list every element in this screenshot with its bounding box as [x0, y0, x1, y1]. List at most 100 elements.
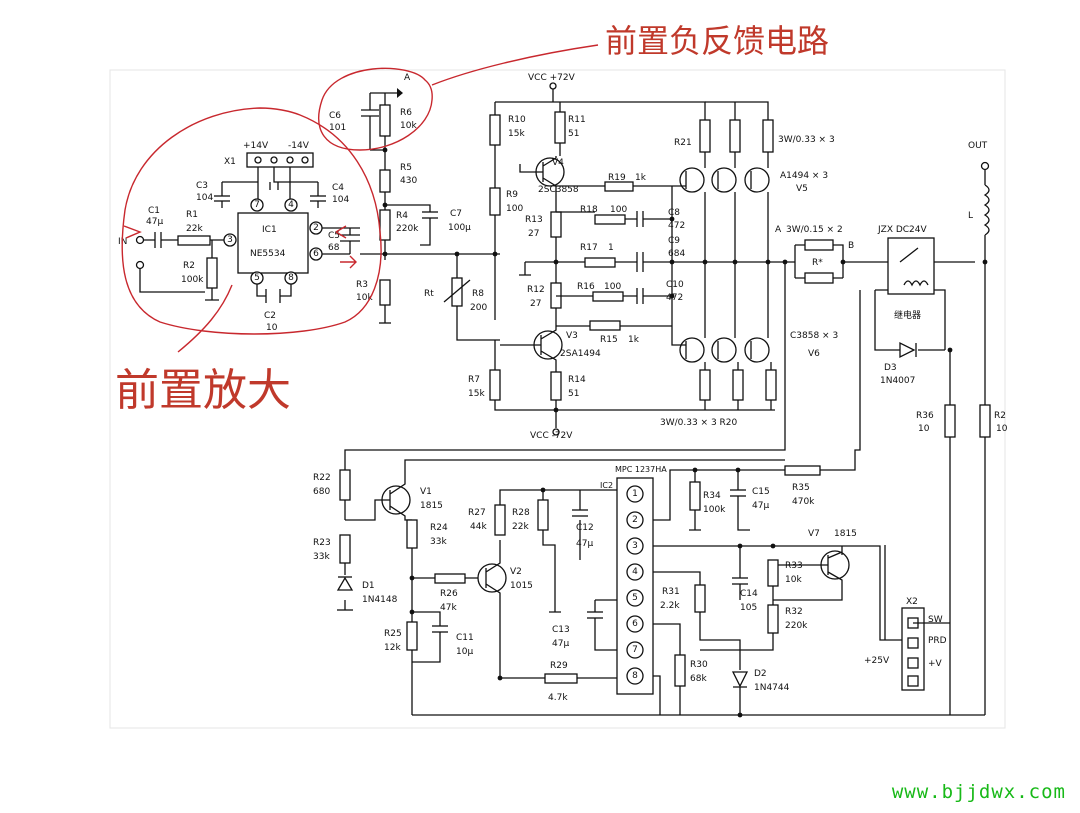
driver-stage: VCC +72V R10 15k R11 51 V4 2SC3858 R19 1…	[424, 73, 785, 441]
ic2-pin-4: 4	[632, 567, 638, 577]
r3-resistor	[379, 279, 391, 306]
r17-label: R17	[580, 243, 598, 253]
v6-label: V6	[808, 349, 820, 359]
d3-value: 1N4007	[880, 376, 915, 386]
v7-part: 1815	[834, 529, 857, 539]
r29-resistor	[544, 673, 578, 684]
r11-value: 51	[568, 129, 579, 139]
x1-connector	[246, 152, 314, 168]
v7-label: V7	[808, 529, 820, 539]
d3-label: D3	[884, 363, 897, 373]
r23-label: R23	[313, 538, 331, 548]
rstar-note: 3W/0.15 × 2	[786, 225, 843, 235]
r26-value: 47k	[440, 603, 457, 613]
r22-resistor	[339, 469, 351, 501]
c10-label: C10	[666, 280, 684, 290]
r19-label: R19	[608, 173, 626, 183]
r21-resistor-3	[762, 119, 774, 153]
feedback-pointer	[431, 44, 599, 86]
r21-resistor-1	[699, 119, 711, 153]
r33-resistor	[767, 559, 779, 587]
c15-value: 47μ	[752, 501, 769, 511]
ic1-part: NE5534	[250, 249, 286, 259]
c12-value: 47μ	[576, 539, 593, 549]
c4-label: C4	[332, 183, 344, 193]
v3-part: 2SA1494	[560, 349, 601, 359]
r24-value: 33k	[430, 537, 447, 547]
relay-label: JZX DC24V	[877, 225, 928, 235]
r23-resistor	[339, 534, 351, 564]
r36-value: 10	[918, 424, 930, 434]
d2-value: 1N4744	[754, 683, 790, 693]
r36-label: R36	[916, 411, 934, 421]
ic2-pin-8: 8	[632, 671, 638, 681]
c11-value: 10μ	[456, 647, 473, 657]
c15-label: C15	[752, 487, 770, 497]
preamp-annotation: 前置放大	[115, 365, 291, 416]
sw-label: SW	[928, 615, 943, 625]
relay-body	[887, 237, 935, 295]
ic1-pin-7: 7	[254, 200, 260, 210]
r35-resistor	[784, 465, 821, 476]
r10-resistor	[489, 114, 501, 146]
input-ground-terminal	[135, 260, 145, 270]
r14-resistor	[550, 371, 562, 401]
node-a-top-label: A	[404, 73, 411, 83]
r11-resistor	[554, 111, 566, 144]
r22-label: R22	[313, 473, 331, 483]
c12-label: C12	[576, 523, 594, 533]
r21-label: R21	[674, 138, 692, 148]
r10-value: 15k	[508, 129, 525, 139]
r15-value: 1k	[628, 335, 640, 345]
r28-value: 22k	[512, 522, 529, 532]
r7-label: R7	[468, 375, 480, 385]
r27-value: 44k	[470, 522, 487, 532]
ic2-pin-2: 2	[632, 515, 638, 525]
feedback-circle	[318, 67, 433, 151]
ic2-pin-6: 6	[632, 619, 638, 629]
ic1-pin-4: 4	[288, 200, 294, 210]
node-b-label: B	[848, 241, 854, 251]
pv-label: +V	[928, 659, 943, 669]
ic2-label: IC2	[600, 481, 613, 490]
ic1-pin-8: 8	[288, 273, 294, 283]
r17-resistor	[584, 257, 616, 268]
c4-value: 104	[332, 195, 349, 205]
protection-section: R22 680 R23 33k D1 1N4148 V1 1815 R24 33…	[313, 262, 786, 715]
r13-label: R13	[525, 215, 543, 225]
r8-value: 200	[470, 303, 487, 313]
schematic-frame	[109, 69, 1006, 729]
r19-resistor	[604, 181, 634, 192]
r18-value: 100	[610, 205, 627, 215]
r1-resistor	[177, 235, 211, 246]
vcc-neg-label: VCC -72V	[530, 431, 573, 441]
r24-label: R24	[430, 523, 448, 533]
r29-value: 4.7k	[548, 693, 568, 703]
x1-label: X1	[224, 157, 236, 167]
v4-part: 2SC3858	[538, 185, 579, 195]
r30-resistor	[674, 654, 686, 687]
r6-value: 10k	[400, 121, 417, 131]
c5-label: C5	[328, 231, 340, 241]
r6-label: R6	[400, 108, 412, 118]
ic1-body	[237, 212, 309, 274]
c6-value: 101	[329, 123, 346, 133]
d1-label: D1	[362, 581, 375, 591]
r28-resistor	[537, 499, 549, 531]
r7-resistor	[489, 369, 501, 401]
rstar-resistor-1	[804, 239, 834, 251]
c7-label: C7	[450, 209, 462, 219]
r2x-label: R2	[994, 411, 1006, 421]
r5-label: R5	[400, 163, 412, 173]
v6-note: C3858 × 3	[790, 331, 838, 341]
node-a-label: A	[775, 225, 782, 235]
r12-label: R12	[527, 285, 545, 295]
r30-value: 68k	[690, 674, 707, 684]
r17-value: 1	[608, 243, 614, 253]
r27-resistor	[494, 504, 506, 536]
minus14-label: -14V	[288, 141, 310, 151]
r31-label: R31	[662, 587, 680, 597]
feedback-network: A C6 101 R6 10k R5 430 R4 220k C7 100μ C…	[328, 73, 500, 324]
r22-value: 680	[313, 487, 330, 497]
